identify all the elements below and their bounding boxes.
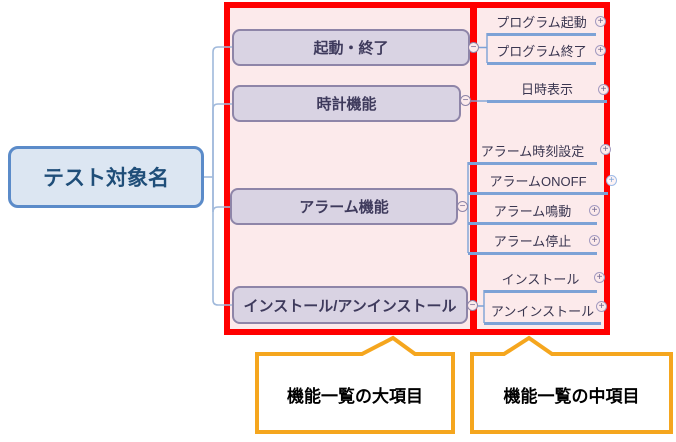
sub-topic-install[interactable]: インストール: [484, 269, 597, 293]
major-topic-alarm[interactable]: アラーム機能: [230, 188, 458, 225]
major-topic-startup-shutdown[interactable]: 起動・終了: [232, 29, 470, 66]
collapse-icon[interactable]: −: [467, 300, 478, 311]
expand-icon[interactable]: +: [596, 301, 607, 312]
major-topic-clock[interactable]: 時計機能: [232, 85, 461, 122]
expand-icon[interactable]: +: [589, 205, 600, 216]
expand-icon[interactable]: +: [606, 175, 617, 186]
sub-topic-uninstall[interactable]: アンインストール: [484, 301, 601, 325]
major-topic-install-uninstall[interactable]: インストール/アンインストール: [232, 286, 468, 324]
callout-label-large-items: 機能一覧の大項目: [287, 386, 423, 406]
expand-icon[interactable]: +: [594, 272, 605, 283]
expand-icon[interactable]: +: [595, 16, 606, 27]
sub-topic-alarm-onoff[interactable]: アラームONOFF: [468, 171, 608, 195]
expand-icon[interactable]: +: [595, 45, 606, 56]
root-topic[interactable]: テスト対象名: [8, 146, 204, 208]
sub-topic-alarm-ring[interactable]: アラーム鳴動: [468, 201, 597, 225]
expand-icon[interactable]: +: [589, 235, 600, 246]
sub-topic-datetime-display[interactable]: 日時表示: [487, 79, 607, 103]
collapse-icon[interactable]: −: [460, 95, 471, 106]
callout-shape-medium-items: [470, 335, 673, 434]
expand-icon[interactable]: +: [598, 84, 609, 95]
sub-topic-program-start[interactable]: プログラム起動: [487, 12, 596, 36]
collapse-icon[interactable]: −: [468, 42, 479, 53]
sub-topic-alarm-time-setting[interactable]: アラーム時刻設定: [468, 141, 597, 165]
red-highlight-divider: [470, 2, 477, 335]
sub-topic-alarm-stop[interactable]: アラーム停止: [468, 231, 597, 255]
sub-topic-program-end[interactable]: プログラム終了: [487, 41, 596, 65]
expand-icon[interactable]: +: [600, 144, 611, 155]
callout-label-medium-items: 機能一覧の中項目: [503, 386, 640, 406]
collapse-icon[interactable]: −: [457, 201, 468, 212]
callout-shape-large-items: [255, 335, 455, 434]
